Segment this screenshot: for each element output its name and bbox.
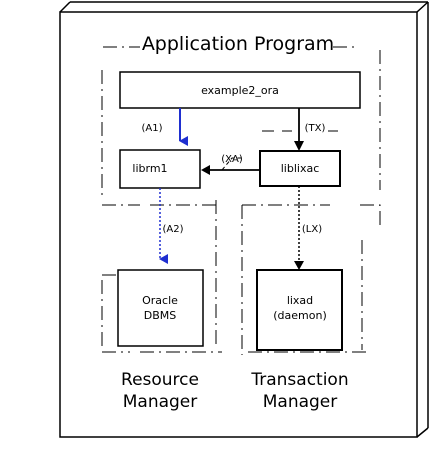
- resource-manager-line2: Manager: [123, 392, 198, 412]
- a2-label: (A2): [162, 224, 183, 235]
- liblixac-label: liblixac: [281, 162, 320, 175]
- dbms-label: DBMS: [144, 309, 177, 322]
- outer-frame-front: [59, 11, 418, 438]
- a1-arrow: (A1): [141, 108, 188, 146]
- a1-label: (A1): [141, 123, 162, 134]
- lx-label: (LX): [302, 224, 322, 235]
- tx-label: (TX): [305, 123, 326, 134]
- outer-frame-edge-tl: [59, 1, 71, 13]
- divider-row1-right: [360, 204, 381, 230]
- resource-manager-line1: Resource: [121, 370, 199, 390]
- a2-arrow: (A2): [159, 188, 184, 264]
- tx-arrow: (TX): [262, 108, 338, 151]
- lixad-label: lixad: [287, 294, 313, 307]
- oracle-label: Oracle: [142, 294, 178, 307]
- librm1-label: librm1: [132, 162, 167, 175]
- lx-arrow: (LX): [294, 186, 322, 270]
- daemon-label: (daemon): [273, 309, 327, 322]
- xa-label: (XA): [221, 154, 243, 165]
- liblixac-box: [259, 150, 341, 187]
- application-title: Application Program: [142, 33, 334, 55]
- dashed-dividers: [101, 46, 381, 355]
- transaction-manager-line2: Manager: [263, 392, 338, 412]
- xa-arrow: (XA): [201, 154, 260, 175]
- outer-frame: [59, 1, 429, 438]
- lixad-box: [256, 269, 343, 351]
- librm1-box: [119, 149, 201, 189]
- oracle-dbms-box: [117, 269, 204, 347]
- program-box: [119, 71, 361, 109]
- outer-frame-edge-br: [416, 427, 429, 438]
- transaction-manager-line1: Transaction: [250, 370, 348, 390]
- program-box-label: example2_ora: [201, 84, 279, 97]
- outer-frame-edge-tr: [416, 1, 429, 13]
